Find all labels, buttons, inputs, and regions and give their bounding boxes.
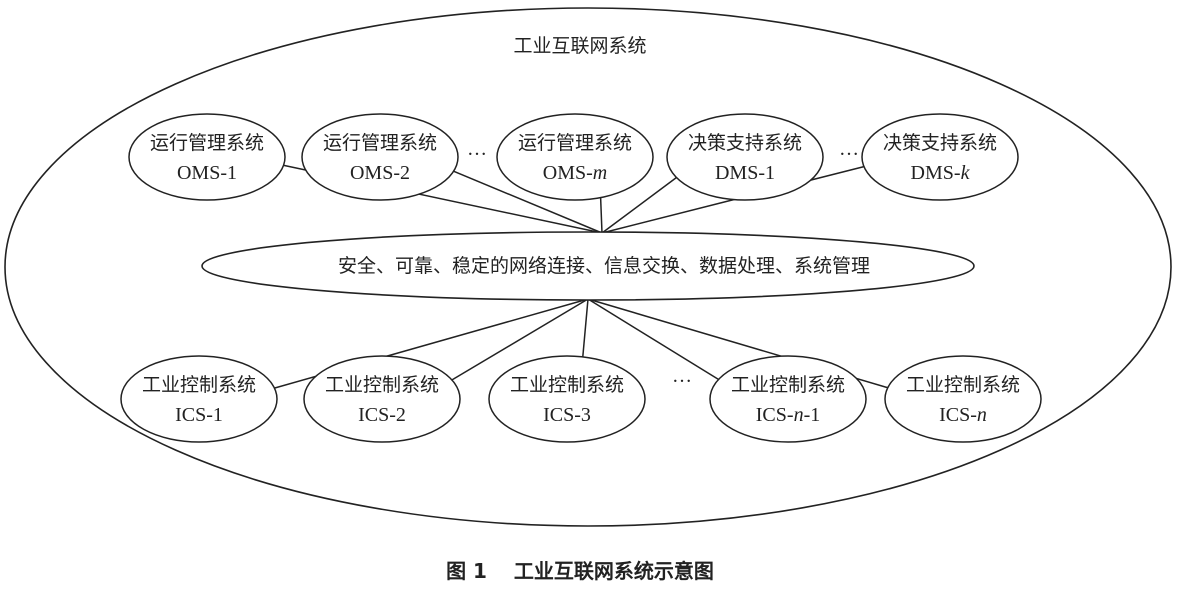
bottom-node-3: 工业控制系统 ICS-3 bbox=[488, 355, 646, 443]
top-node-ellipse bbox=[496, 113, 654, 201]
bottom-node-ellipse bbox=[884, 355, 1042, 443]
top-node-3: 运行管理系统 OMS-m bbox=[496, 113, 654, 201]
node-code: ICS-2 bbox=[358, 404, 406, 426]
node-label: 运行管理系统 bbox=[150, 132, 264, 154]
bottom-node-1: 工业控制系统 ICS-1 bbox=[120, 355, 278, 443]
top-node-4: 决策支持系统 DMS-1 bbox=[666, 113, 824, 201]
node-code: OMS-m bbox=[543, 162, 607, 184]
node-label: 工业控制系统 bbox=[325, 374, 439, 396]
node-label: 运行管理系统 bbox=[518, 132, 632, 154]
bottom-node-5: 工业控制系统 ICS-n bbox=[884, 355, 1042, 443]
bottom-node-2: 工业控制系统 ICS-2 bbox=[303, 355, 461, 443]
node-code: ICS-3 bbox=[543, 404, 591, 426]
connector-line bbox=[450, 298, 589, 382]
outer-system-ellipse bbox=[4, 7, 1172, 527]
bottom-node-ellipse bbox=[709, 355, 867, 443]
node-label: 决策支持系统 bbox=[688, 132, 802, 154]
ellipsis-top-1: … bbox=[467, 138, 487, 160]
node-code: ICS-n-1 bbox=[756, 404, 820, 426]
top-node-ellipse bbox=[861, 113, 1019, 201]
node-label: 工业控制系统 bbox=[906, 374, 1020, 396]
bottom-node-ellipse bbox=[488, 355, 646, 443]
connector-line bbox=[587, 298, 721, 381]
network-layer-ellipse bbox=[201, 231, 975, 301]
node-code: DMS-1 bbox=[715, 162, 775, 184]
network-layer-label: 安全、可靠、稳定的网络连接、信息交换、数据处理、系统管理 bbox=[338, 255, 870, 277]
bottom-node-ellipse bbox=[120, 355, 278, 443]
top-node-ellipse bbox=[128, 113, 286, 201]
node-label: 工业控制系统 bbox=[142, 374, 256, 396]
top-node-ellipse bbox=[666, 113, 824, 201]
node-code: ICS-n bbox=[939, 404, 987, 426]
top-node-ellipse bbox=[301, 113, 459, 201]
node-code: OMS-2 bbox=[350, 162, 410, 184]
node-label: 工业控制系统 bbox=[510, 374, 624, 396]
bottom-node-ellipse bbox=[303, 355, 461, 443]
node-label: 决策支持系统 bbox=[883, 132, 997, 154]
node-label: 运行管理系统 bbox=[323, 132, 437, 154]
connector-line bbox=[452, 169, 603, 234]
ellipsis-bottom: … bbox=[672, 365, 692, 387]
connector-line bbox=[581, 298, 589, 358]
top-node-2: 运行管理系统 OMS-2 bbox=[301, 113, 459, 201]
connector-line bbox=[599, 196, 603, 234]
node-code: ICS-1 bbox=[175, 404, 223, 426]
top-node-1: 运行管理系统 OMS-1 bbox=[128, 113, 286, 201]
figure-caption: 图 1 工业互联网系统示意图 bbox=[446, 559, 714, 583]
ellipsis-top-2: … bbox=[839, 138, 859, 160]
bottom-node-4: 工业控制系统 ICS-n-1 bbox=[709, 355, 867, 443]
node-label: 工业控制系统 bbox=[731, 374, 845, 396]
connector-line bbox=[601, 176, 678, 234]
top-node-5: 决策支持系统 DMS-k bbox=[861, 113, 1019, 201]
node-code: DMS-k bbox=[911, 162, 971, 184]
system-title: 工业互联网系统 bbox=[513, 35, 646, 57]
node-code: OMS-1 bbox=[177, 162, 237, 184]
